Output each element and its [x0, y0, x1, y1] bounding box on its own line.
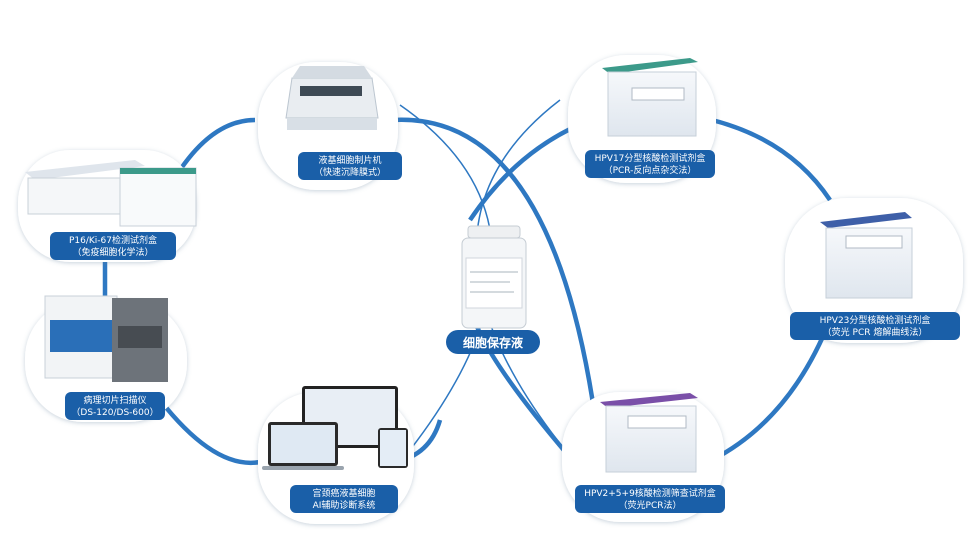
- slide-maker-label-line2: （快速沉降膜式）: [314, 166, 386, 178]
- slide-maker-device-image: [285, 66, 379, 130]
- node-hpv23[interactable]: HPV23分型核酸检测试剂盒 （荧光 PCR 熔解曲线法）: [785, 198, 963, 343]
- hpv259-kit-box-image: [600, 393, 698, 473]
- hpv23-label-line1: HPV23分型核酸检测试剂盒: [820, 314, 931, 326]
- hpv259-label-line1: HPV2+5+9核酸检测筛查试剂盒: [584, 487, 716, 499]
- node-center-solution[interactable]: 细胞保存液: [446, 225, 540, 354]
- node-ai-system[interactable]: 宫颈癌液基细胞 AI辅助诊断系统: [258, 386, 414, 524]
- scanner-label-line1: 病理切片扫描仪: [83, 394, 146, 406]
- connector-arc-a: [391, 117, 603, 456]
- center-label-bg: [446, 330, 540, 354]
- hpv17-label-line2: （PCR-反向点杂交法）: [604, 164, 697, 176]
- slide-maker-label-line1: 液基细胞制片机: [318, 154, 381, 166]
- node-hpv17[interactable]: HPV17分型核酸检测试剂盒 （PCR-反向点杂交法）: [568, 55, 716, 183]
- node-p16[interactable]: P16/Ki-67检测试剂盒 （免疫细胞化学法）: [18, 150, 197, 262]
- p16-kit-box-image: [25, 160, 197, 227]
- p16-label-line1: P16/Ki-67检测试剂盒: [69, 234, 157, 246]
- hpv23-kit-box-image: [820, 212, 913, 299]
- ai-system-label-bg: [290, 485, 398, 513]
- slide-maker-label-bg: [298, 152, 402, 180]
- ai-system-label-line2: AI辅助诊断系统: [313, 499, 376, 511]
- hpv23-label-line2: （荧光 PCR 熔解曲线法）: [823, 326, 928, 338]
- p16-label-bg: [50, 232, 176, 260]
- hpv17-label-bg: [585, 150, 715, 178]
- scanner-device-image: [44, 295, 168, 382]
- ai-system-label-line1: 宫颈癌液基细胞: [312, 487, 375, 499]
- ai-system-devices-image: [262, 386, 408, 470]
- hpv17-kit-box-image: [602, 58, 698, 137]
- hpv23-label-bg: [790, 312, 960, 340]
- center-label: 细胞保存液: [463, 335, 523, 350]
- scanner-label-bg: [65, 392, 165, 420]
- p16-label-line2: （免疫细胞化学法）: [72, 246, 153, 258]
- node-slide-maker[interactable]: 液基细胞制片机 （快速沉降膜式）: [258, 62, 402, 190]
- hpv259-label-line2: （荧光PCR法）: [619, 499, 682, 511]
- hpv17-label-line1: HPV17分型核酸检测试剂盒: [595, 152, 706, 164]
- hpv259-label-bg: [575, 485, 725, 513]
- node-hpv259[interactable]: HPV2+5+9核酸检测筛查试剂盒 （荧光PCR法）: [562, 392, 725, 522]
- solution-bottle-image: [461, 225, 527, 329]
- scanner-label-line2: （DS-120/DS-600）: [71, 407, 158, 418]
- node-scanner[interactable]: 病理切片扫描仪 （DS-120/DS-600）: [25, 295, 187, 422]
